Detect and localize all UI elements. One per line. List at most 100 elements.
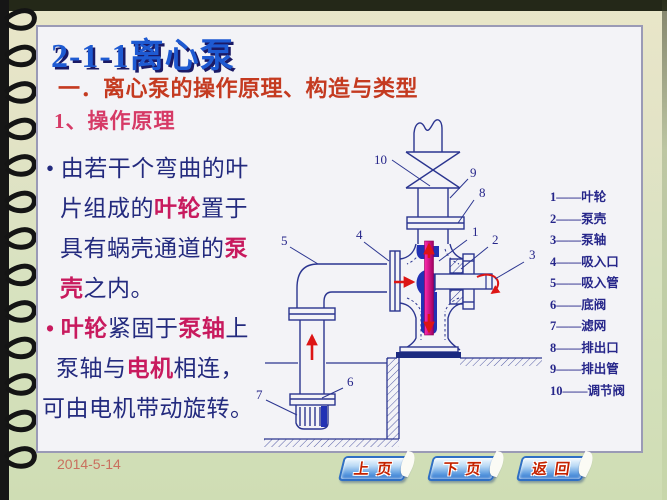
- suction-line: [288, 263, 387, 430]
- body-segment: 紧固于: [107, 316, 179, 341]
- nav-button-prev[interactable]: 上 页: [337, 456, 411, 481]
- binding-ring: [4, 263, 37, 287]
- part-number-label: 3: [529, 247, 536, 262]
- label-leader-line: [438, 239, 468, 262]
- impeller-blade: [424, 240, 434, 336]
- page-title: 2-1-1离心泵: [51, 38, 235, 75]
- highlighted-term: 壳: [60, 276, 84, 301]
- body-line: 壳之内。: [42, 269, 272, 309]
- binding-ring: [4, 227, 37, 250]
- body-segment: 置于: [201, 196, 248, 221]
- impeller-and-flow: [306, 240, 501, 360]
- highlighted-term: 电机: [126, 356, 174, 381]
- part-number-label: 7: [256, 387, 263, 402]
- flow-arrows: [306, 242, 501, 360]
- nav-button-next[interactable]: 下 页: [426, 456, 500, 481]
- binding-ring: [4, 190, 37, 214]
- part-number-label: 10: [374, 152, 387, 167]
- legend-item: 5——吸入管: [550, 276, 619, 290]
- body-line: • 叶轮紧固于泵轴上: [42, 309, 272, 349]
- nav-button-back[interactable]: 返 回: [515, 456, 589, 481]
- label-leader-line: [363, 241, 390, 262]
- label-leader-line: [494, 261, 525, 280]
- binding-ring: [4, 300, 37, 323]
- section-heading: 一．离心泵的操作原理、构造与类型: [58, 76, 419, 101]
- body-text: • 由若干个弯曲的叶片组成的叶轮置于具有蜗壳通道的泵壳之内。• 叶轮紧固于泵轴上…: [42, 149, 272, 429]
- pump-base-plate: [399, 346, 459, 353]
- body-segment: • 由若干个弯曲的叶: [46, 156, 249, 181]
- impeller-passage: [433, 246, 439, 257]
- body-line: 具有蜗壳通道的泵: [42, 229, 272, 269]
- stuffing-box: [449, 258, 464, 274]
- nav-button-label: 下 页: [441, 462, 484, 478]
- binding-ring: [4, 446, 37, 469]
- nav-button-label: 返 回: [530, 462, 573, 478]
- binding-ring: [4, 81, 37, 104]
- label-leader-line: [321, 387, 344, 399]
- highlighted-term: 泵: [224, 236, 248, 261]
- body-line: • 由若干个弯曲的叶: [42, 149, 272, 189]
- body-segment: 相连，: [173, 356, 244, 381]
- part-number-label: 6: [347, 374, 354, 389]
- subsection-heading: 1、操作原理: [54, 109, 176, 133]
- label-leader-line: [449, 178, 469, 199]
- water-tank: [264, 357, 542, 447]
- part-number-label: 8: [479, 185, 486, 200]
- notebook-top-edge: [0, 0, 667, 11]
- part-number-label: 9: [470, 165, 477, 180]
- binding-ring: [4, 117, 37, 141]
- notebook-right-edge: [662, 0, 667, 500]
- body-segment: 可由电机带动旋转。: [42, 396, 254, 421]
- body-segment: 之内。: [83, 276, 154, 301]
- nav-button-label: 上 页: [352, 462, 395, 478]
- body-line: 片组成的叶轮置于: [42, 189, 272, 229]
- highlighted-term: 叶轮: [154, 196, 201, 221]
- legend-item: 7——滤网: [550, 319, 607, 333]
- body-line: 泵轴与电机相连，: [42, 349, 272, 389]
- body-segment: 上: [225, 316, 249, 341]
- binding-ring: [4, 409, 37, 433]
- legend-item: 4——吸入口: [550, 254, 619, 269]
- body-segment: 泵轴与: [56, 356, 127, 381]
- pump-shaft: [434, 273, 493, 290]
- spiral-binding: [0, 0, 37, 500]
- binding-ring: [4, 373, 37, 396]
- legend-item: 2——泵壳: [550, 211, 607, 226]
- legend-item: 3——泵轴: [550, 233, 607, 247]
- suction-elbow: [296, 263, 387, 308]
- stuffing-box: [449, 289, 464, 305]
- binding-ring: [4, 8, 37, 31]
- label-leader-line: [289, 246, 319, 265]
- body-segment: 片组成的: [60, 196, 154, 221]
- label-leader-line: [457, 199, 475, 224]
- binding-ring: [4, 154, 37, 177]
- slide: 2-1-1离心泵 一．离心泵的操作原理、构造与类型 1、操作原理 • 由若干个弯…: [36, 25, 643, 453]
- binding-ring: [4, 336, 37, 360]
- legend-item: 1——叶轮: [550, 190, 607, 204]
- legend-item: 9——排出管: [550, 362, 619, 376]
- nav-buttons: 上 页下 页返 回: [337, 456, 589, 481]
- binding-bar: [0, 0, 9, 500]
- date-label: 2014-5-14: [57, 456, 121, 472]
- part-number-label: 2: [492, 232, 499, 247]
- legend-item: 6——底阀: [550, 297, 607, 312]
- part-number-label: 1: [472, 224, 479, 239]
- body-line: 可由电机带动旋转。: [42, 389, 272, 429]
- strainer: [295, 405, 329, 430]
- highlighted-term: 泵轴: [178, 316, 226, 341]
- body-segment: 具有蜗壳通道的: [60, 236, 225, 261]
- part-number-label: 4: [356, 227, 363, 242]
- highlighted-term: • 叶轮: [46, 316, 108, 341]
- label-leader-line: [460, 246, 489, 270]
- discharge-pipe-break: [413, 119, 443, 152]
- binding-ring: [4, 44, 37, 68]
- regulating-valve: [405, 151, 461, 189]
- pump-base-pad: [396, 352, 461, 358]
- label-leader-line: [391, 159, 431, 187]
- label-leader-line: [265, 399, 298, 416]
- legend-item: 10——调节阀: [550, 383, 626, 398]
